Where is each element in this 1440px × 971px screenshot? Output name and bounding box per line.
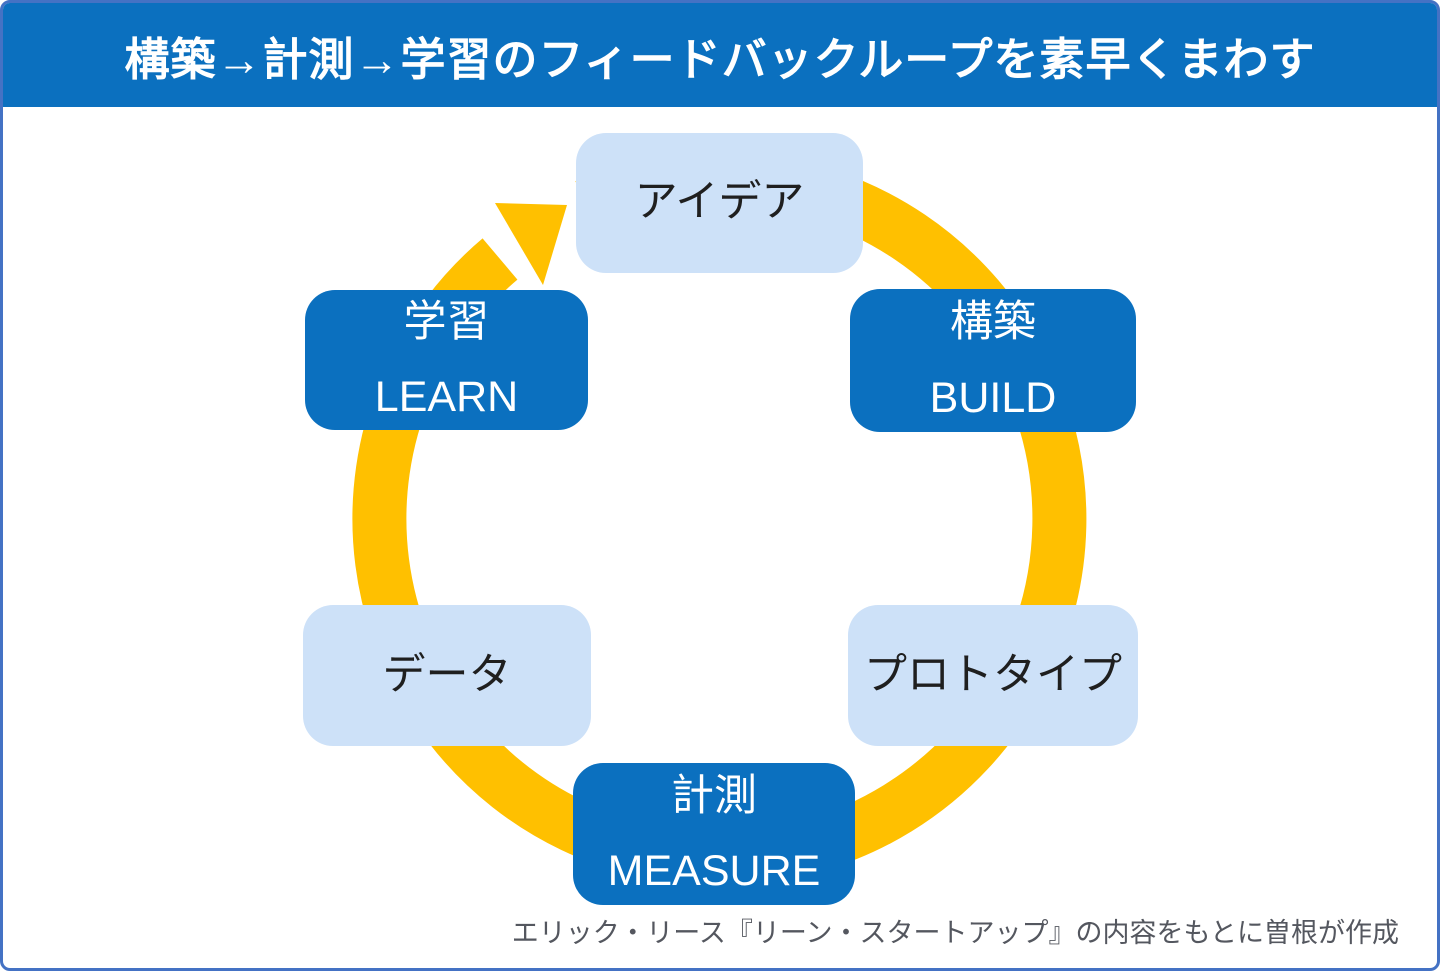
node-prototype: プロトタイプ xyxy=(848,605,1138,746)
node-label: 構築 xyxy=(950,298,1036,347)
node-label: プロトタイプ xyxy=(864,650,1122,699)
node-label: データ xyxy=(382,650,512,699)
feedback-loop-graphic xyxy=(352,151,1087,886)
node-data: データ xyxy=(303,605,591,746)
node-build: 構築 BUILD xyxy=(850,289,1136,432)
title-banner: 構築→計測→学習のフィードバックループを素早くまわす xyxy=(3,3,1437,107)
node-learn: 学習 LEARN xyxy=(305,290,588,430)
credit-caption: エリック・リース『リーン・スタートアップ』の内容をもとに曽根が作成 xyxy=(511,918,1399,948)
node-sublabel: MEASURE xyxy=(607,847,821,895)
loop-ring xyxy=(352,151,1087,886)
node-label: 計測 xyxy=(671,771,757,820)
loop-arrow-head-icon xyxy=(495,203,567,285)
node-idea: アイデア xyxy=(576,133,863,273)
node-measure: 計測 MEASURE xyxy=(573,763,855,905)
node-label: アイデア xyxy=(634,178,805,227)
node-sublabel: BUILD xyxy=(929,373,1057,422)
page-title: 構築→計測→学習のフィードバックループを素早くまわす xyxy=(124,33,1316,85)
node-label: 学習 xyxy=(403,297,490,346)
node-sublabel: LEARN xyxy=(374,373,519,421)
